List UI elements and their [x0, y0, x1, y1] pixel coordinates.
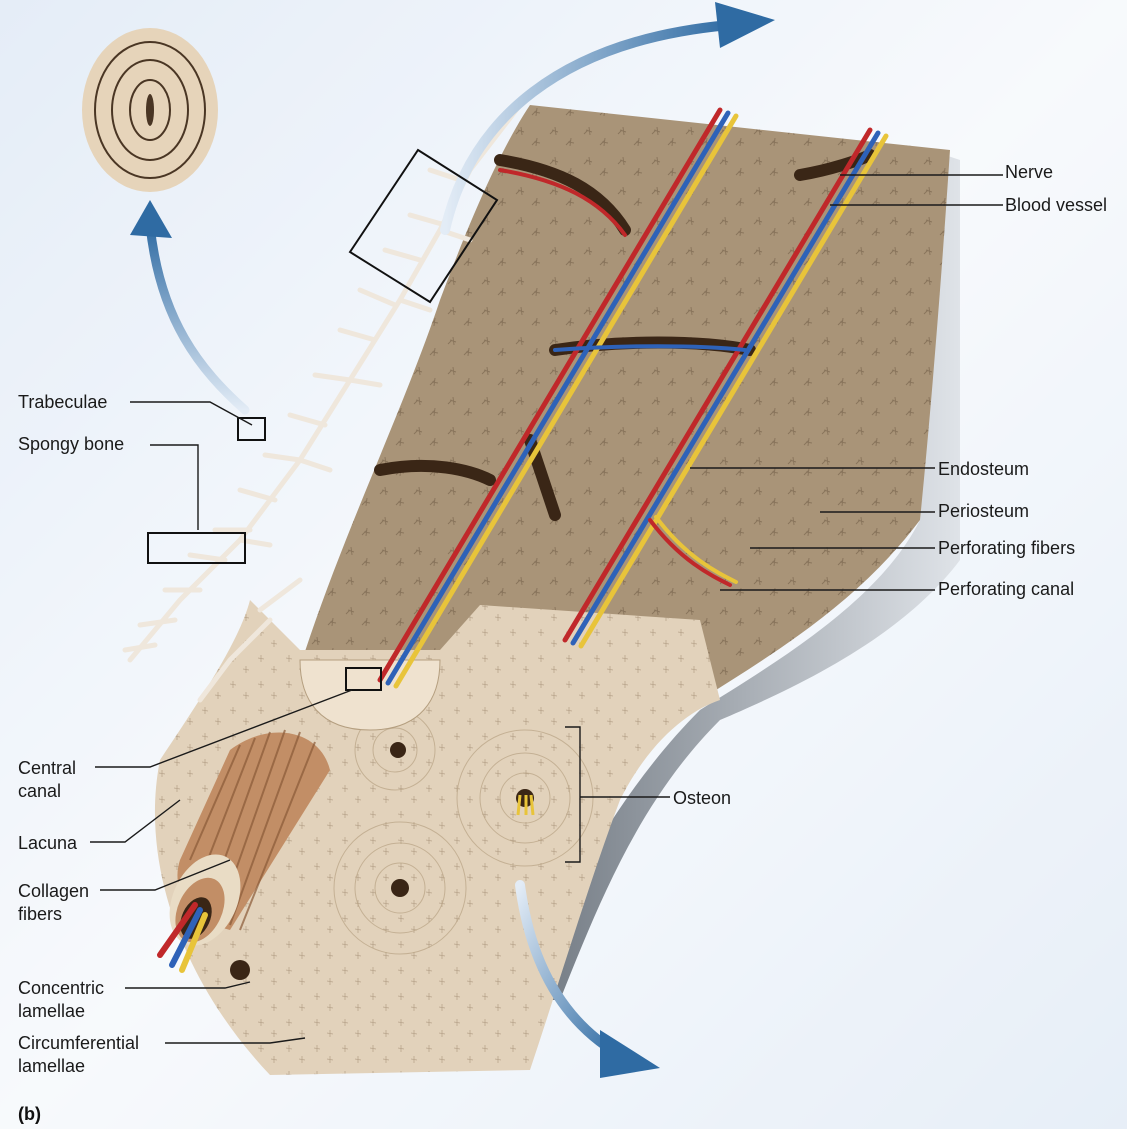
label-perforating-fibers: Perforating fibers: [938, 537, 1075, 560]
label-nerve: Nerve: [1005, 161, 1053, 184]
label-trabeculae: Trabeculae: [18, 391, 107, 414]
label-collagen-fibers: Collagen fibers: [18, 880, 89, 926]
label-endosteum: Endosteum: [938, 458, 1029, 481]
panel-label: (b): [18, 1104, 41, 1125]
label-blood-vessel: Blood vessel: [1005, 194, 1107, 217]
label-central-canal: Central canal: [18, 757, 76, 803]
spongy-bone-magnified-inset-icon: [82, 28, 218, 192]
label-periosteum: Periosteum: [938, 500, 1029, 523]
label-spongy-bone: Spongy bone: [18, 433, 124, 456]
label-perforating-canal: Perforating canal: [938, 578, 1074, 601]
label-concentric-lamellae: Concentric lamellae: [18, 977, 104, 1023]
label-lacuna: Lacuna: [18, 832, 77, 855]
label-osteon: Osteon: [673, 787, 731, 810]
label-circumferential-lamellae: Circumferential lamellae: [18, 1032, 139, 1078]
